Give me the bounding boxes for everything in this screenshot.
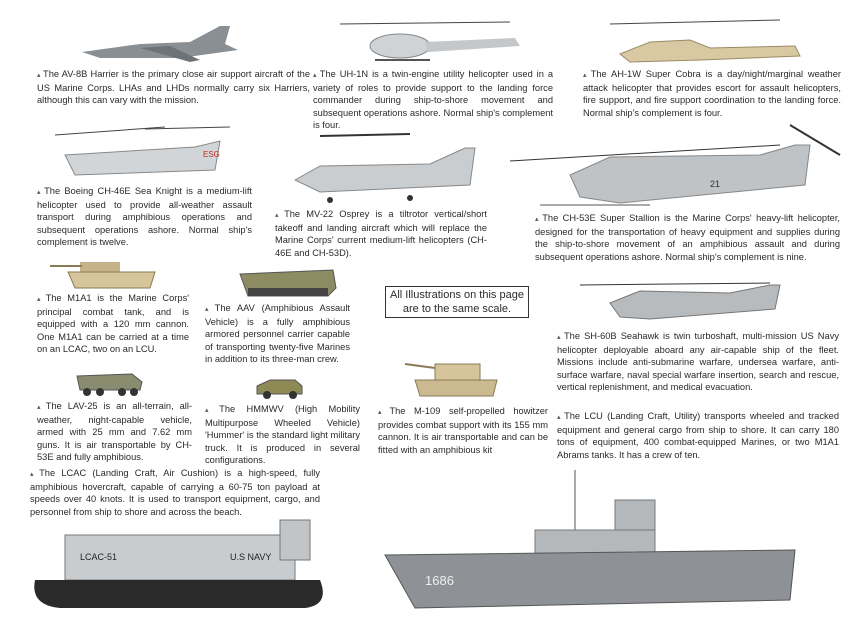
lcac-hull-marking: LCAC-51 [80, 552, 117, 562]
m109-howitzer-illustration [404, 363, 498, 397]
hmmwv-illustration [256, 379, 303, 399]
lcu-hull-number: 1686 [425, 573, 454, 588]
mv22-osprey-illustration [293, 133, 476, 203]
aav-description: The AAV (Amphibious Assault Vehicle) is … [205, 302, 350, 365]
lcac-description: The LCAC (Landing Craft, Air Cushion) is… [30, 467, 320, 518]
sh60b-seahawk-illustration [579, 282, 781, 320]
sh60b-description: The SH-60B Seahawk is twin turboshaft, m… [557, 330, 839, 393]
svg-text:ESG: ESG [203, 150, 220, 159]
aav-illustration [239, 269, 337, 297]
lcu-description: The LCU (Landing Craft, Utility) transpo… [557, 410, 839, 461]
mv22-description: The MV-22 Osprey is a tiltrotor vertical… [275, 208, 487, 259]
uh1n-illustration [339, 21, 520, 61]
lcac-illustration: LCAC-51 U.S NAVY [34, 519, 323, 608]
m1a1-description: The M1A1 is the Marine Corps' principal … [37, 292, 189, 355]
lav25-illustration [76, 373, 143, 396]
ch53-number: 21 [710, 179, 720, 189]
hmmwv-description: The HMMWV (High Mobility Multipurpose Wh… [205, 403, 360, 466]
m1a1-tank-illustration [50, 262, 156, 289]
scale-notice: All Illustrations on this page are to th… [385, 286, 529, 318]
ch53e-illustration: 21 [509, 124, 841, 206]
ch53e-description: The CH-53E Super Stallion is the Marine … [535, 212, 840, 263]
ch46e-description: The Boeing CH-46E Sea Knight is a medium… [37, 185, 252, 248]
ch46e-illustration: ESG [54, 126, 231, 176]
av8b-harrier-illustration [82, 26, 238, 62]
m109-description: The M-109 self-propelled howitzer provid… [378, 405, 548, 456]
uh1n-description: The UH-1N is a twin-engine utility helic… [313, 68, 553, 131]
ah1w-description: The AH-1W Super Cobra is a day/night/mar… [583, 68, 841, 119]
lcac-navy-marking: U.S NAVY [230, 552, 271, 562]
ah1w-cobra-illustration [609, 19, 801, 63]
lcu-illustration: 1686 [384, 470, 796, 609]
av8b-description: The AV-8B Harrier is the primary close a… [37, 68, 310, 107]
lav25-description: The LAV-25 is an all-terrain, all-weathe… [37, 400, 192, 463]
